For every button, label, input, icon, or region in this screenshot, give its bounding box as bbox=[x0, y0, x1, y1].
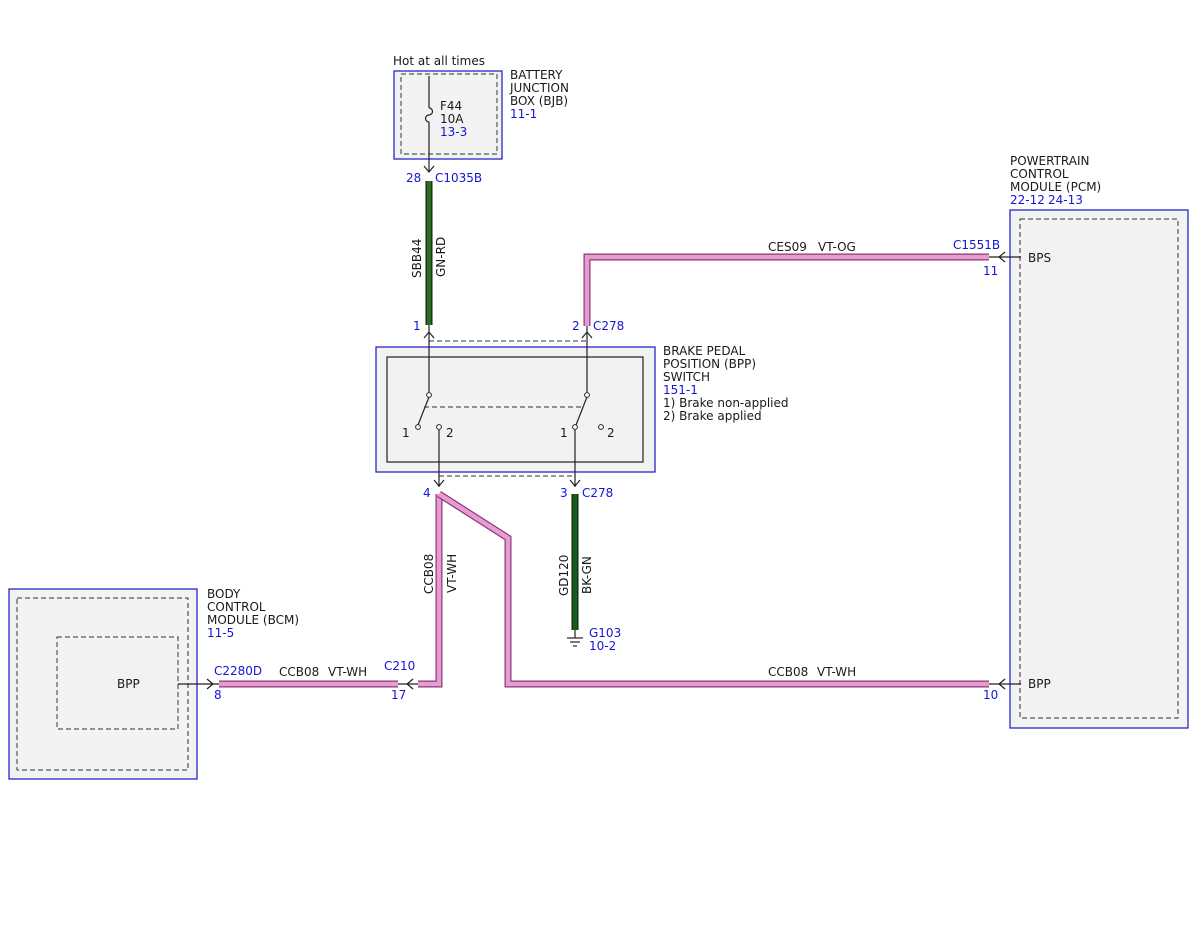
bcm-name-line2: CONTROL bbox=[207, 600, 266, 614]
right-contact-1: 1 bbox=[560, 426, 568, 440]
fuse-ref-link[interactable]: 13-3 bbox=[440, 125, 467, 139]
pcm-bps-pin-icon bbox=[989, 251, 1021, 263]
bpp-ref-link[interactable]: 151-1 bbox=[663, 383, 698, 397]
pcm-bps-label: BPS bbox=[1028, 251, 1051, 265]
sbb44-circuit-label: SBB44 bbox=[410, 239, 424, 278]
bpp-top-right-pin: 2 bbox=[572, 319, 580, 333]
bjb-name-line1: BATTERY bbox=[510, 68, 563, 82]
bjb-connector[interactable]: C1035B bbox=[435, 171, 482, 185]
powertrain-control-module[interactable] bbox=[1009, 209, 1189, 729]
bpp-name-line2: POSITION (BPP) bbox=[663, 357, 756, 371]
gd120-color-label: BK-GN bbox=[580, 556, 594, 594]
fuse-icon bbox=[423, 76, 435, 173]
left-contact-1: 1 bbox=[402, 426, 410, 440]
bpp-top-right-connector[interactable]: C278 bbox=[593, 319, 624, 333]
pcm-name-line1: POWERTRAIN bbox=[1010, 154, 1090, 168]
pcm-connector[interactable]: C1551B bbox=[953, 238, 1000, 252]
wire-ces09[interactable] bbox=[583, 253, 989, 326]
bpp-note-1: 1) Brake non-applied bbox=[663, 396, 789, 410]
brake-pedal-position-switch[interactable] bbox=[375, 346, 656, 473]
pcm-name-line2: CONTROL bbox=[1010, 167, 1069, 181]
ground-ref-link[interactable]: 10-2 bbox=[589, 639, 616, 653]
bcm-pin-number: 8 bbox=[214, 688, 222, 702]
bcm-name-line1: BODY bbox=[207, 587, 241, 601]
right-contact-2: 2 bbox=[607, 426, 615, 440]
gd120-circuit-label: GD120 bbox=[557, 555, 571, 596]
battery-junction-box[interactable] bbox=[393, 70, 503, 160]
bcm-bpp-label: BPP bbox=[117, 677, 140, 691]
ccb08-bcm-circuit-label: CCB08 bbox=[279, 665, 319, 679]
c210-connector[interactable]: C210 bbox=[384, 659, 415, 673]
fuse-rating: 10A bbox=[440, 112, 464, 126]
c210-connector-icon bbox=[398, 678, 418, 690]
bpp-name-line1: BRAKE PEDAL bbox=[663, 344, 746, 358]
ground-icon bbox=[567, 630, 583, 647]
pcm-bpp-label: BPP bbox=[1028, 677, 1051, 691]
ces09-circuit-label: CES09 bbox=[768, 240, 807, 254]
bjb-ref-link[interactable]: 11-1 bbox=[510, 107, 537, 121]
pcm-bpp-pin-number: 10 bbox=[983, 688, 998, 702]
bcm-bpp-pin-icon bbox=[178, 678, 219, 690]
bcm-ref-link[interactable]: 11-5 bbox=[207, 626, 234, 640]
bcm-name-line3: MODULE (BCM) bbox=[207, 613, 299, 627]
bpp-top-left-pin: 1 bbox=[413, 319, 421, 333]
bpp-bottom-right-pin: 3 bbox=[560, 486, 568, 500]
pcm-bps-pin-number: 11 bbox=[983, 264, 998, 278]
bpp-name-line3: SWITCH bbox=[663, 370, 710, 384]
power-label: Hot at all times bbox=[393, 54, 485, 68]
sbb44-color-label: GN-RD bbox=[434, 237, 448, 277]
ces09-color-label: VT-OG bbox=[818, 240, 856, 254]
bpp-switch-internals bbox=[415, 325, 604, 487]
pcm-ref-link-1[interactable]: 22-12 bbox=[1010, 193, 1045, 207]
bpp-bottom-left-pin: 4 bbox=[423, 486, 431, 500]
ccb08-vertical-circuit-label: CCB08 bbox=[422, 554, 436, 594]
pcm-ref-link-2[interactable]: 24-13 bbox=[1048, 193, 1083, 207]
body-control-module[interactable] bbox=[8, 588, 198, 780]
ccb08-pcm-circuit-label: CCB08 bbox=[768, 665, 808, 679]
ccb08-pcm-color-label: VT-WH bbox=[817, 665, 856, 679]
bjb-name-line2: JUNCTION bbox=[509, 81, 569, 95]
wire-ccb08-pcm[interactable] bbox=[437, 491, 989, 688]
left-contact-2: 2 bbox=[446, 426, 454, 440]
c210-pin-number: 17 bbox=[391, 688, 406, 702]
bpp-bottom-right-connector[interactable]: C278 bbox=[582, 486, 613, 500]
pcm-bpp-pin-icon bbox=[989, 678, 1021, 690]
bjb-pin-number: 28 bbox=[406, 171, 421, 185]
ground-name[interactable]: G103 bbox=[589, 626, 621, 640]
pcm-name-line3: MODULE (PCM) bbox=[1010, 180, 1101, 194]
ccb08-bcm-color-label: VT-WH bbox=[328, 665, 367, 679]
fuse-name: F44 bbox=[440, 99, 462, 113]
bcm-connector[interactable]: C2280D bbox=[214, 664, 262, 678]
bpp-note-2: 2) Brake applied bbox=[663, 409, 762, 423]
bjb-name-line3: BOX (BJB) bbox=[510, 94, 568, 108]
wire-ccb08-vertical[interactable] bbox=[418, 494, 443, 688]
ccb08-vertical-color-label: VT-WH bbox=[445, 554, 459, 593]
